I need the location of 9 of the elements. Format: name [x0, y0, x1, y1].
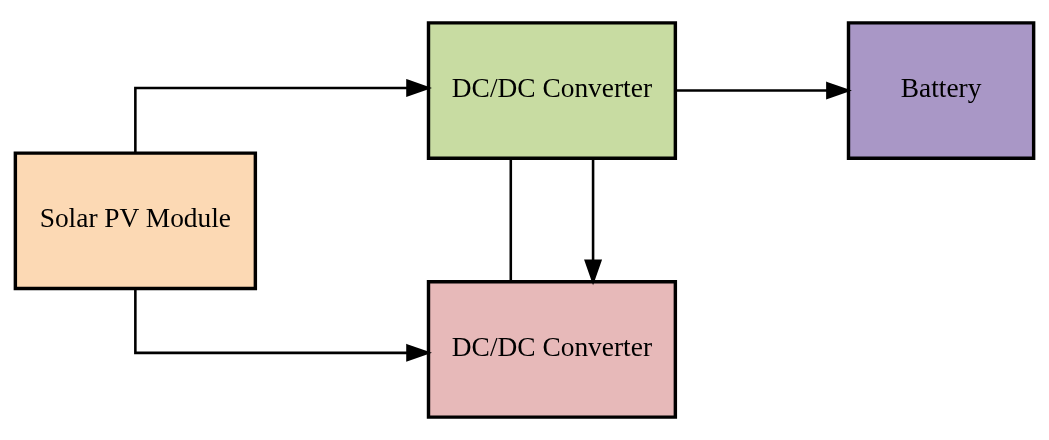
node-box: Battery	[846, 21, 1036, 160]
node-box: DC/DC Converter	[426, 280, 678, 419]
node-box: DC/DC Converter	[426, 21, 678, 160]
arrow	[134, 289, 432, 362]
arrow	[134, 79, 432, 153]
arrow	[584, 158, 603, 286]
arrow	[675, 81, 852, 100]
node-box: Solar PV Module	[13, 151, 258, 291]
connector	[509, 158, 513, 282]
